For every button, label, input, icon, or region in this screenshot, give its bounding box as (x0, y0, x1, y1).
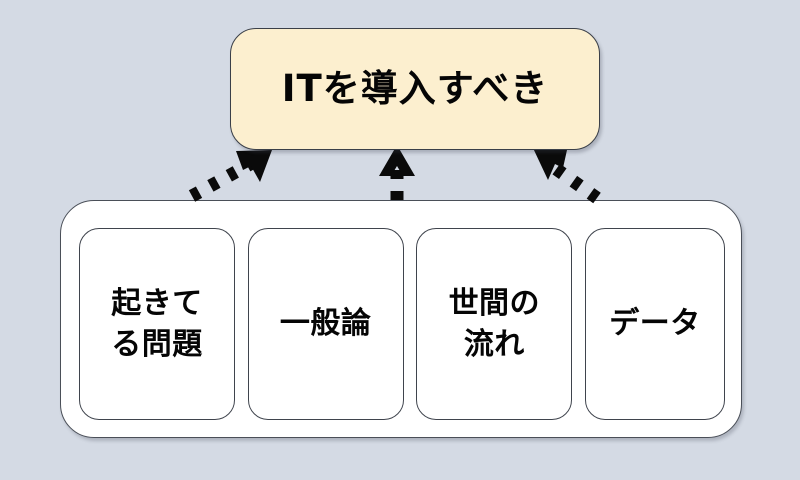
premise-label-problem-line2: る問題 (111, 327, 203, 362)
premise-label-problem-line1: 起きて (111, 285, 203, 321)
premise-label-problem: 起きて る問題 (111, 283, 203, 366)
premise-label-data: データ (609, 303, 701, 344)
arrow-left (188, 150, 272, 202)
premise-label-social-trend: 世間の 流れ (449, 283, 541, 366)
conclusion-box[interactable]: ITを導入すべき (230, 28, 600, 150)
conclusion-label: ITを導入すべき (281, 66, 549, 110)
premise-container: 起きて る問題 一般論 世間の 流れ データ (60, 200, 742, 438)
premise-label-data-line1: データ (609, 306, 701, 342)
premise-label-general-theory: 一般論 (280, 303, 372, 344)
premise-box-problem[interactable]: 起きて る問題 (79, 228, 235, 420)
arrow-right (533, 148, 601, 204)
premise-box-social-trend[interactable]: 世間の 流れ (416, 228, 573, 420)
premise-label-social-trend-line1: 世間の (448, 285, 541, 321)
premise-label-general-theory-line1: 一般論 (279, 306, 372, 342)
arrow-center (379, 145, 415, 200)
premise-label-social-trend-line2: 流れ (463, 327, 525, 362)
premise-box-data[interactable]: データ (584, 228, 725, 420)
premise-box-general-theory[interactable]: 一般論 (247, 228, 404, 420)
premise-row: 起きて る問題 一般論 世間の 流れ データ (79, 228, 725, 420)
